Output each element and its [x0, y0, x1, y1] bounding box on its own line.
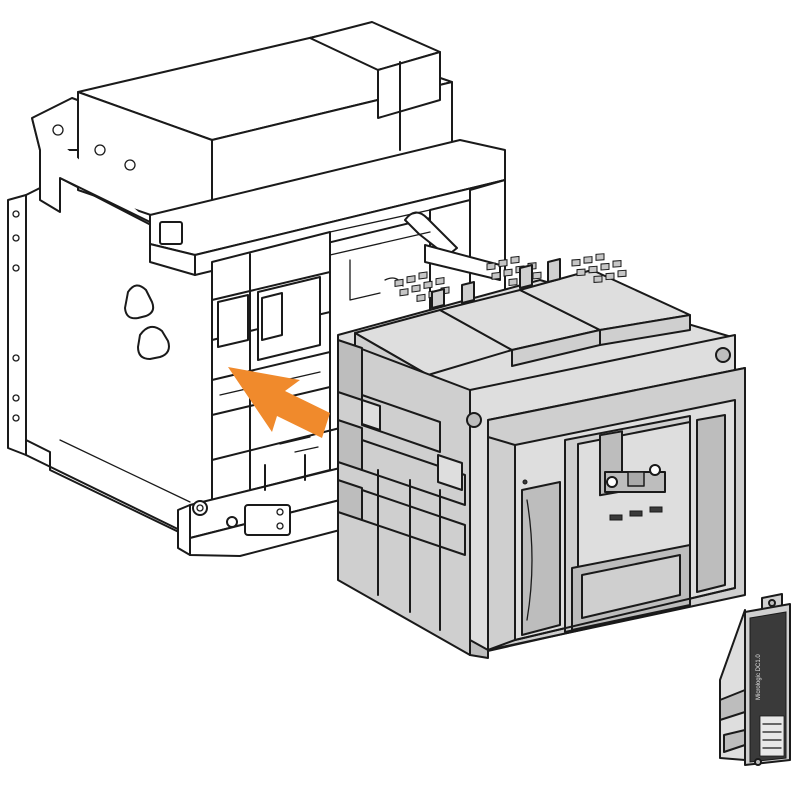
chassis-right-upright	[469, 179, 506, 301]
vent-grid-right	[571, 253, 627, 283]
circuit-breaker	[337, 253, 746, 659]
trip-unit-module: Micrologic DC1.0	[719, 593, 791, 766]
chassis-left-flange	[7, 194, 27, 456]
chassis	[7, 21, 506, 557]
indicator-window	[604, 464, 666, 493]
side-slot-lower	[137, 325, 170, 360]
trip-unit-label: Micrologic DC1.0	[756, 654, 762, 700]
insertion-arrow	[228, 367, 330, 438]
left-flange-holes	[12, 210, 20, 422]
chassis-compartments	[211, 209, 431, 501]
trip-unit-rating-plate	[759, 715, 785, 757]
side-slot-upper	[124, 284, 155, 320]
